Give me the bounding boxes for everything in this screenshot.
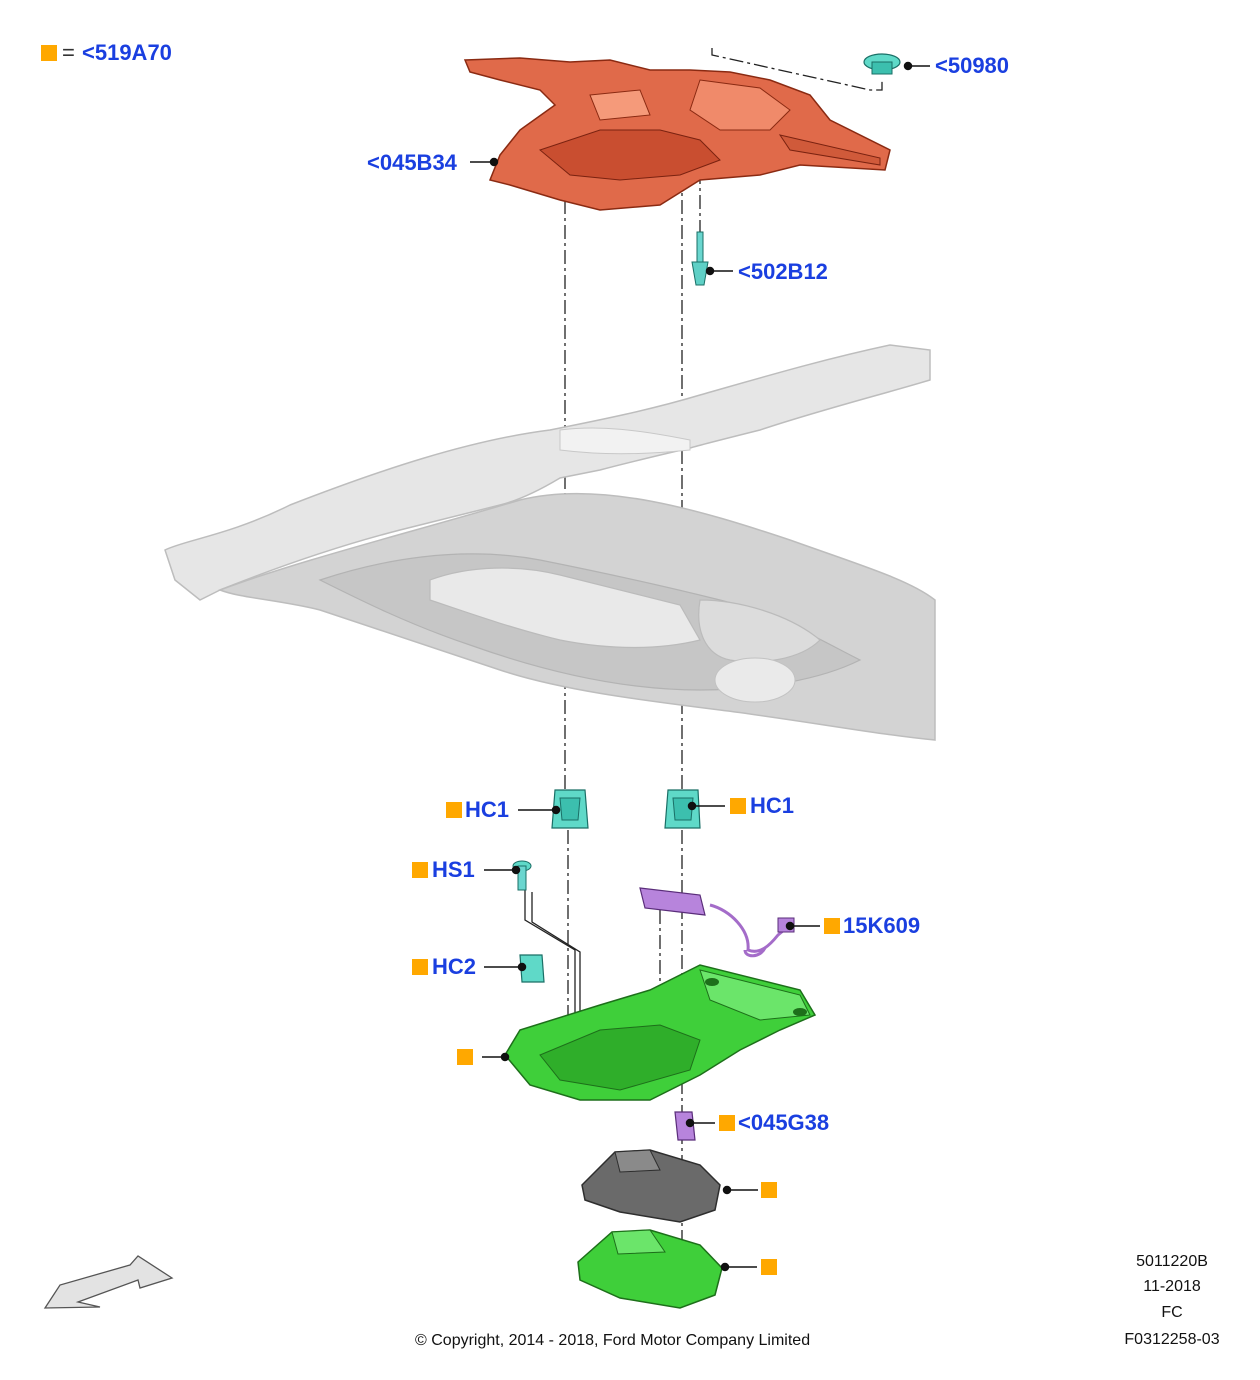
- wiring-harness-15K609: [709, 903, 791, 958]
- marker-hc2: [412, 959, 428, 975]
- callout-hc2[interactable]: HC2: [432, 954, 477, 979]
- screw-502B12: [691, 231, 709, 286]
- green-lens: [577, 1229, 723, 1309]
- marker-hs1: [412, 862, 428, 878]
- drawing-code: 5011220B: [1136, 1253, 1208, 1270]
- screw-guide-line-2: [531, 892, 581, 1015]
- callout-045B34[interactable]: <045B34: [367, 150, 457, 175]
- vehicle-front-arrow-icon: [43, 1255, 174, 1309]
- screw-guide-line: [524, 890, 576, 1015]
- clip-hc2: [519, 954, 545, 983]
- copyright-notice: © Copyright, 2014 - 2018, Ford Motor Com…: [415, 1332, 811, 1349]
- marker-green-lens[interactable]: [761, 1259, 777, 1275]
- legend-marker: [41, 45, 57, 61]
- screw-hs1: [512, 860, 532, 891]
- legend-equals: =: [62, 40, 75, 65]
- overhead-bracket: [463, 57, 891, 211]
- callout-hs1[interactable]: HS1: [432, 857, 475, 882]
- callout-502B12[interactable]: <502B12: [738, 259, 828, 284]
- push-pin-50980: [863, 53, 901, 75]
- drawing-region: FC: [1161, 1304, 1183, 1321]
- callout-50980[interactable]: <50980: [935, 53, 1010, 78]
- callout-hc1-right[interactable]: HC1: [750, 793, 795, 818]
- marker-console[interactable]: [457, 1049, 473, 1065]
- leader-lines: [470, 61, 930, 1272]
- roof-headliner: [164, 344, 936, 741]
- legend-label[interactable]: <519A70: [82, 40, 172, 65]
- callout-hc1-left[interactable]: HC1: [465, 797, 510, 822]
- figure-id: F0312258-03: [1124, 1331, 1220, 1348]
- marker-hc1-right: [730, 798, 746, 814]
- marker-045G38: [719, 1115, 735, 1131]
- clip-hc1-left: [551, 789, 589, 829]
- dark-lens: [581, 1149, 721, 1223]
- drawing-date: 11-2018: [1143, 1278, 1201, 1295]
- marker-hc1-left: [446, 802, 462, 818]
- callout-15K609[interactable]: 15K609: [843, 913, 921, 938]
- marker-15K609: [824, 918, 840, 934]
- callout-045G38[interactable]: <045G38: [738, 1110, 830, 1135]
- marker-dark-lens[interactable]: [761, 1182, 777, 1198]
- clip-hc1-right: [664, 789, 701, 829]
- overhead-console: [504, 964, 817, 1101]
- harness-connectors: [639, 887, 795, 933]
